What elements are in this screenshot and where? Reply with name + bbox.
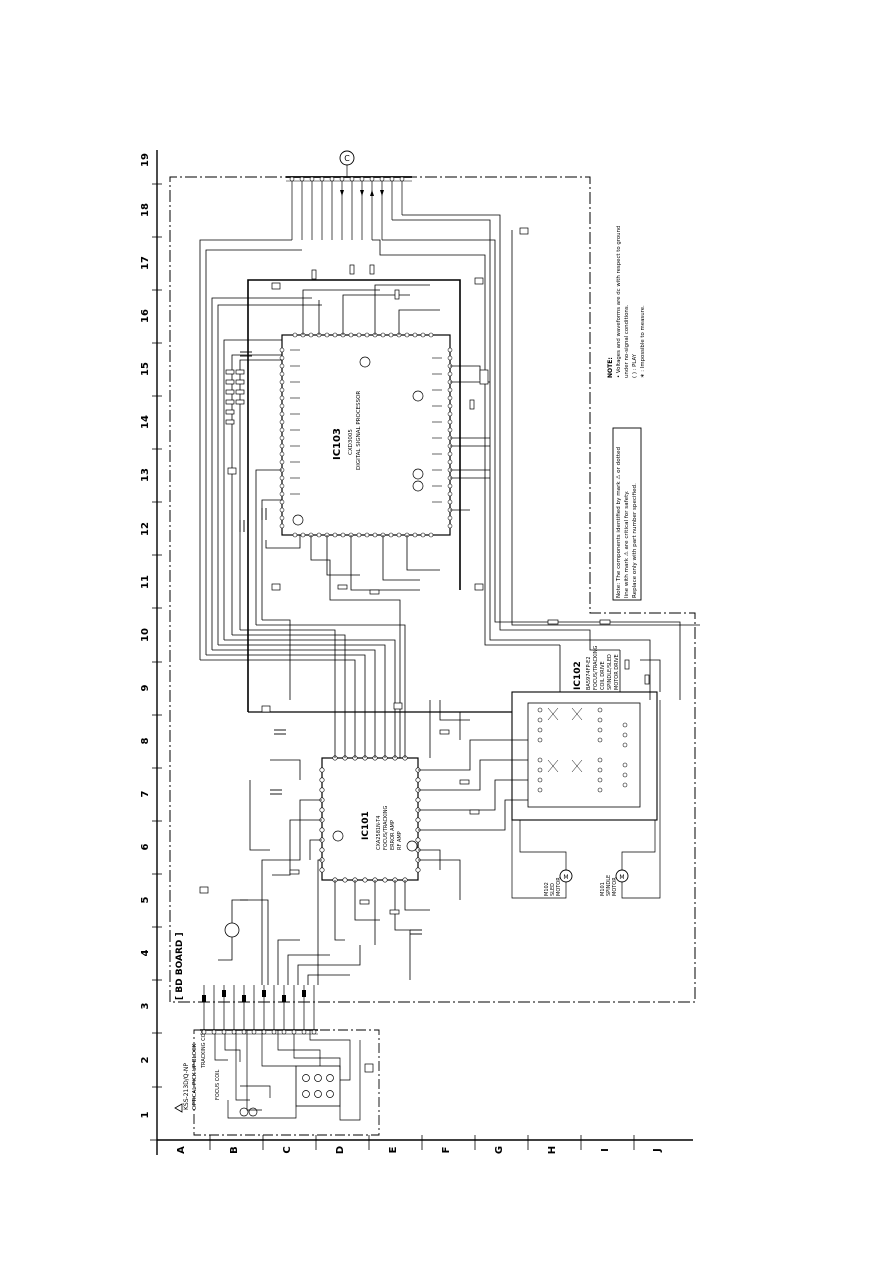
col-label: 10: [140, 628, 151, 642]
row-labels: A B C D E F G H I J: [176, 1146, 663, 1154]
wiring: [199, 214, 700, 985]
col-label: 19: [140, 153, 151, 167]
col-label: 6: [140, 843, 151, 850]
warning-icon: [174, 1103, 183, 1113]
col-label: 8: [140, 737, 151, 744]
board-outline: [169, 176, 696, 1003]
ic102-line: SPINDLE/SLED: [607, 654, 613, 690]
column-dividers: [152, 183, 162, 1088]
ic102-line: COIL DRIVE: [600, 661, 606, 690]
focus-coil-label: FOCUS COIL: [215, 1069, 221, 1100]
connector-c: C: [286, 150, 412, 240]
ic103-line: DIGITAL SIGNAL PROCESSOR: [356, 391, 362, 470]
col-label: 2: [140, 1056, 151, 1063]
ic101-line: FOCUS/TRACKING: [383, 806, 389, 850]
note-heading: NOTE:: [607, 357, 614, 378]
board-label: [ BD BOARD ]: [175, 932, 185, 1000]
row-label: B: [229, 1146, 240, 1154]
sled-motor-line: SLED: [550, 883, 556, 896]
note-line: • Voltages and waveforms are dc with res…: [616, 226, 622, 378]
connector-cn101: [200, 985, 318, 1035]
col-label: 7: [140, 790, 151, 797]
ic101-name: IC101: [361, 811, 371, 840]
ic103-chip: IC103 CXD3005 DIGITAL SIGNAL PROCESSOR: [279, 332, 453, 538]
safety-note-line: Replace only with part number specified.: [632, 483, 638, 598]
col-label: 15: [140, 362, 151, 376]
ic102-chip: IC102 BA5974FP-E2 FOCUS/TRACKING COIL DR…: [511, 646, 658, 821]
col-label: 18: [140, 203, 151, 217]
ic101-line: ERROR AMP: [390, 820, 396, 850]
row-dividers: [209, 1135, 635, 1150]
col-label: 11: [140, 575, 151, 589]
safety-note: Note: The components identified by mark …: [612, 427, 642, 601]
row-label: G: [494, 1146, 505, 1154]
row-label: H: [547, 1146, 558, 1154]
ic103-name: IC103: [332, 428, 343, 460]
spindle-motor: M M101 SPINDLE MOTOR: [600, 700, 661, 899]
note-line: ∗ : Impossible to measure.: [640, 305, 646, 378]
safety-note-line: Note: The components identified by mark …: [615, 447, 622, 598]
sled-motor: M M102 SLED MOTOR: [511, 820, 573, 899]
col-label: 4: [140, 949, 151, 956]
row-label: D: [335, 1146, 346, 1154]
ic101-chip: IC101 CXA2581N-T4 FOCUS/TRACKING ERROR A…: [319, 755, 421, 883]
sled-motor-label: M102: [544, 882, 550, 896]
ic102-line: FOCUS/TRACKING: [593, 646, 599, 690]
col-label: 9: [140, 684, 151, 691]
pickup-subtitle: OPTICAL PICK-UP BLOCK: [192, 1043, 198, 1110]
col-label: 13: [140, 468, 151, 482]
row-label: C: [282, 1146, 293, 1153]
ic102-line: BA5974FP-E2: [586, 656, 592, 690]
row-label: J: [652, 1148, 663, 1153]
svg-text:M: M: [619, 874, 624, 881]
capacitors: [239, 351, 422, 935]
tracking-coil-label: TRACKING COIL: [201, 1029, 207, 1069]
sled-motor-line: MOTOR: [556, 877, 562, 896]
pickup-title: KSS-213D/Q-NP: [183, 1063, 190, 1110]
row-label: A: [176, 1146, 187, 1154]
spindle-motor-label: M101: [600, 882, 606, 896]
spindle-motor-line: SPINDLE: [606, 875, 612, 896]
spindle-motor-line: MOTOR: [612, 877, 618, 896]
svg-text:M: M: [563, 874, 568, 881]
col-label: 3: [140, 1002, 151, 1009]
col-label: 16: [140, 309, 151, 323]
col-label: 1: [140, 1111, 151, 1118]
col-label: 5: [140, 896, 151, 903]
ic103-line: CXD3005: [348, 429, 354, 455]
grid-frame: [150, 150, 693, 1155]
safety-note-line: line with mark ⚠ are critical for safety…: [623, 490, 630, 598]
ic101-line: RF AMP: [397, 831, 403, 850]
ic102-line: MOTOR DRIVE: [614, 654, 620, 690]
pickup-block: KSS-213D/Q-NP OPTICAL PICK-UP BLOCK TRAC…: [174, 1029, 380, 1136]
row-label: I: [600, 1148, 611, 1152]
col-label: 12: [140, 522, 151, 536]
connector-c-label: C: [344, 154, 350, 163]
note-line: under no-signal conditions.: [624, 304, 630, 378]
ic102-name: IC102: [573, 661, 583, 690]
row-label: E: [388, 1146, 399, 1153]
col-label: 14: [140, 415, 151, 429]
row-label: F: [441, 1147, 452, 1154]
passive-components: [199, 227, 650, 915]
measurement-note: NOTE: • Voltages and waveforms are dc wi…: [607, 226, 646, 378]
column-labels: 1 2 3 4 5 6 7 8 9 10 11 12 13 14 15 16 1…: [140, 153, 151, 1118]
col-label: 17: [140, 256, 151, 270]
note-line: ( ) : PLAY: [632, 353, 638, 378]
ic101-line: CXA2581N-T4: [376, 816, 382, 850]
